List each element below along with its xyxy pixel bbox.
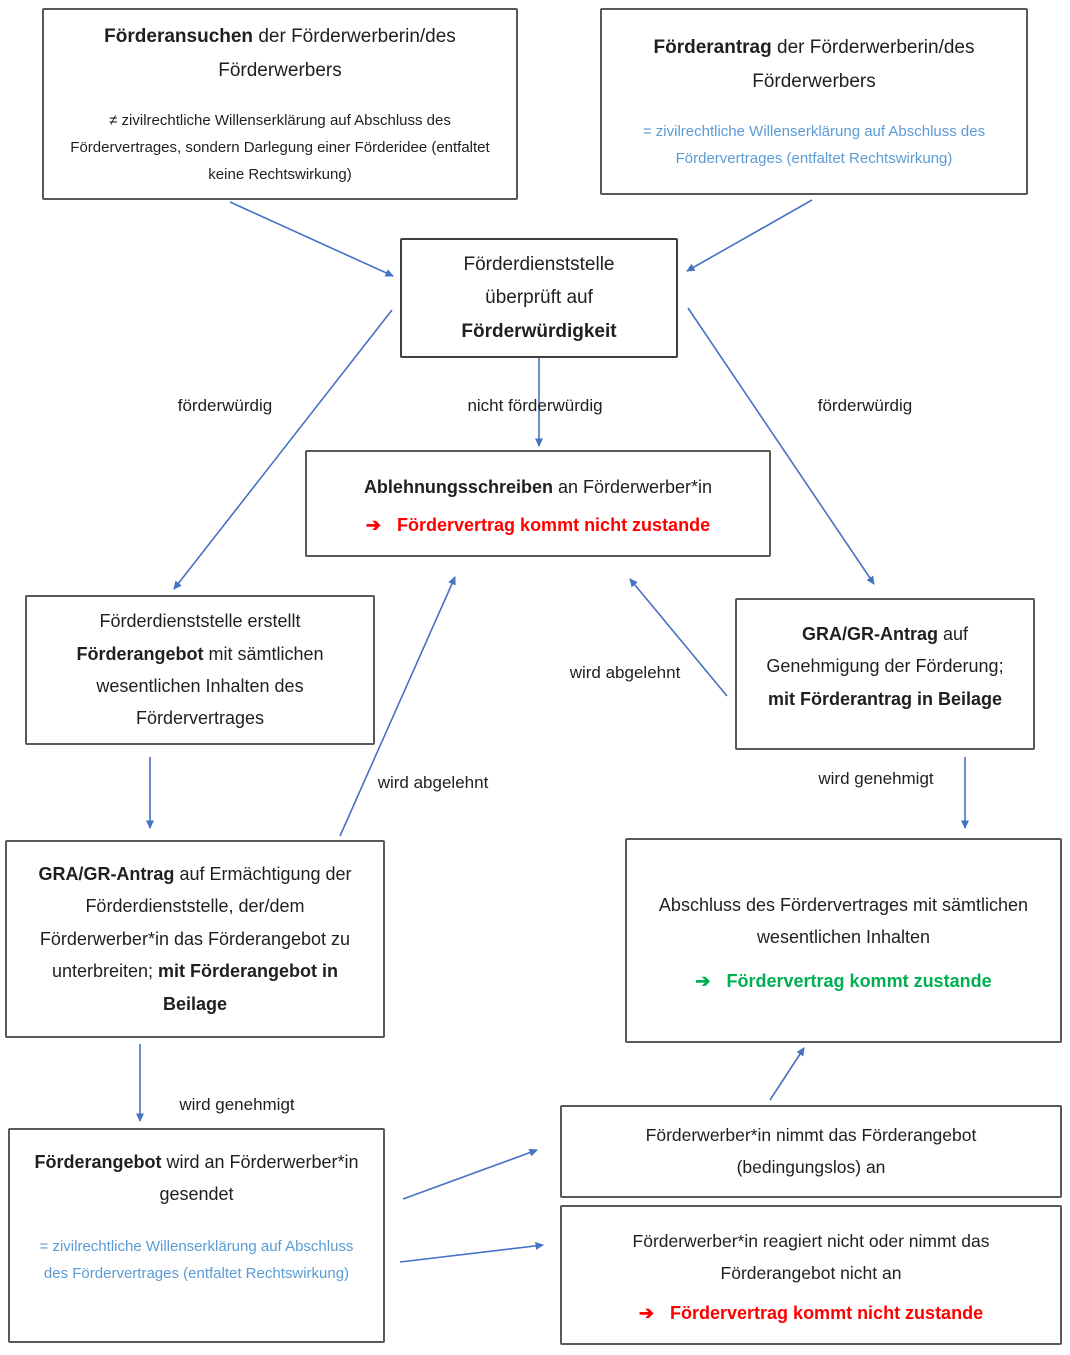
edge-label-nicht-foerderwuerdig: nicht förderwürdig [467, 396, 603, 415]
box-gra-ermaechtigung: GRA/GR-Antrag auf Ermächtigung der Förde… [5, 840, 385, 1038]
box-abschluss-text: Abschluss des Fördervertrages mit sämtli… [658, 894, 1029, 947]
keine-annahme-result: ➔ Fördervertrag kommt nicht zustande [639, 1303, 983, 1324]
ablehnung-result: ➔ Fördervertrag kommt nicht zustande [366, 515, 710, 536]
angebot-erstellung-part3: mit sämtlichen wesentlichen Inhalten des… [96, 643, 324, 729]
edge-label-foerderwuerdig-right: förderwürdig [817, 396, 913, 415]
box-angebot-versand: Förderangebot wird an Förderwerber*in ge… [8, 1128, 385, 1343]
edge-label-wird-genehmigt-right: wird genehmigt [818, 769, 934, 788]
arrow-annahme-to-abschluss [769, 1047, 805, 1101]
keine-annahme-result-text: Fördervertrag kommt nicht zustande [670, 1303, 984, 1323]
box-ablehnung: Ablehnungsschreiben an Förderwerber*in ➔… [305, 450, 771, 557]
ablehnung-title-rest: an Förderwerber*in [552, 476, 713, 497]
box-foerderantrag-note: = zivilrechtliche Willenserklärung auf A… [642, 122, 986, 167]
arrow-gra-ermaechtigung-to-ablehnung [339, 576, 456, 837]
box-foerderansuchen-note: ≠ zivilrechtliche Willenserklärung auf A… [70, 111, 490, 183]
arrow-antrag-to-pruefung [686, 199, 813, 272]
angebot-erstellung-keyword: Förderangebot [76, 643, 204, 664]
arrow-ansuchen-to-pruefung [229, 201, 394, 277]
edge-label-wird-abgelehnt-right: wird abgelehnt [569, 663, 681, 682]
angebot-versand-title-rest: wird an Förderwerber*in gesendet [159, 1152, 359, 1205]
box-angebot-erstellung: Förderdienststelle erstellt Förderangebo… [25, 595, 375, 745]
result-arrow-icon: ➔ [365, 515, 382, 536]
foerderantrag-keyword: Förderantrag [653, 37, 772, 59]
box-annahme: Förderwerber*in nimmt das Förderangebot … [560, 1105, 1062, 1198]
result-arrow-icon: ➔ [695, 971, 711, 992]
pruefung-line1: Förderdienststelle [463, 254, 615, 276]
box-foerderansuchen: Förderansuchen der Förderwerberin/des Fö… [42, 8, 518, 200]
gra-genehmigung-keyword: GRA/GR-Antrag [801, 624, 938, 644]
ablehnung-result-text: Fördervertrag kommt nicht zustande [397, 515, 711, 536]
box-angebot-versand-title: Förderangebot wird an Förderwerber*in ge… [26, 1146, 367, 1211]
edge-label-wird-abgelehnt-left: wird abgelehnt [377, 773, 489, 792]
box-abschluss: Abschluss des Fördervertrages mit sämtli… [625, 838, 1062, 1043]
box-gra-ermaechtigung-text: GRA/GR-Antrag auf Ermächtigung der Förde… [23, 858, 367, 1020]
box-angebot-erstellung-text: Förderdienststelle erstellt Förderangebo… [43, 605, 357, 735]
box-gra-genehmigung-text: GRA/GR-Antrag auf Genehmigung der Förder… [753, 618, 1017, 715]
angebot-versand-keyword: Förderangebot [34, 1152, 162, 1172]
pruefung-line3: Förderwürdigkeit [461, 320, 617, 342]
box-angebot-versand-note: = zivilrechtliche Willenserklärung auf A… [39, 1237, 354, 1282]
box-pruefung: Förderdienststelle überprüft auf Förderw… [400, 238, 678, 358]
gra-genehmigung-part2: auf Genehmigung der Förderung; [766, 624, 1004, 677]
box-annahme-text: Förderwerber*in nimmt das Förderangebot … [645, 1125, 977, 1177]
arrow-gra-genehmigung-to-ablehnung [629, 578, 728, 697]
edge-label-foerderwuerdig-left: förderwürdig [177, 396, 273, 415]
result-arrow-icon: ➔ [638, 1303, 655, 1323]
foerderansuchen-title-rest: der Förderwerberin/des Förderwerbers [218, 26, 456, 81]
box-gra-genehmigung: GRA/GR-Antrag auf Genehmigung der Förder… [735, 598, 1035, 750]
pruefung-line2: überprüft auf [485, 287, 593, 309]
abschluss-result: ➔ Fördervertrag kommt zustande [695, 971, 991, 992]
box-foerderansuchen-title: Förderansuchen der Förderwerberin/des Fö… [60, 20, 500, 87]
foerderantrag-title-rest: der Förderwerberin/des Förderwerbers [752, 37, 975, 92]
box-keine-annahme-text: Förderwerber*in reagiert nicht oder nimm… [632, 1231, 990, 1283]
abschluss-result-text: Fördervertrag kommt zustande [726, 971, 992, 992]
foerderansuchen-keyword: Förderansuchen [104, 26, 254, 48]
box-foerderantrag: Förderantrag der Förderwerberin/des Förd… [600, 8, 1028, 195]
arrow-pruefung-to-gra-genehmigung [687, 307, 875, 585]
gra-ermaechtigung-part2: auf Ermächtigung der Förderdienststelle,… [39, 864, 352, 982]
gra-ermaechtigung-beilage: mit Förderangebot in Beilage [158, 961, 339, 1014]
edge-label-wird-genehmigt-left: wird genehmigt [179, 1095, 295, 1114]
box-ablehnung-title: Ablehnungsschreiben an Förderwerber*in [364, 471, 712, 503]
ablehnung-keyword: Ablehnungsschreiben [363, 476, 553, 497]
gra-genehmigung-beilage: mit Förderantrag in Beilage [767, 688, 1003, 709]
arrow-versand-to-annahme [402, 1148, 538, 1200]
arrow-pruefung-to-angebot-erstellung [173, 309, 393, 590]
arrow-versand-to-keine-annahme [399, 1241, 544, 1263]
gra-ermaechtigung-keyword: GRA/GR-Antrag [38, 864, 175, 885]
box-keine-annahme: Förderwerber*in reagiert nicht oder nimm… [560, 1205, 1062, 1345]
box-foerderantrag-title: Förderantrag der Förderwerberin/des Förd… [618, 31, 1010, 98]
angebot-erstellung-part1: Förderdienststelle erstellt [99, 611, 301, 632]
